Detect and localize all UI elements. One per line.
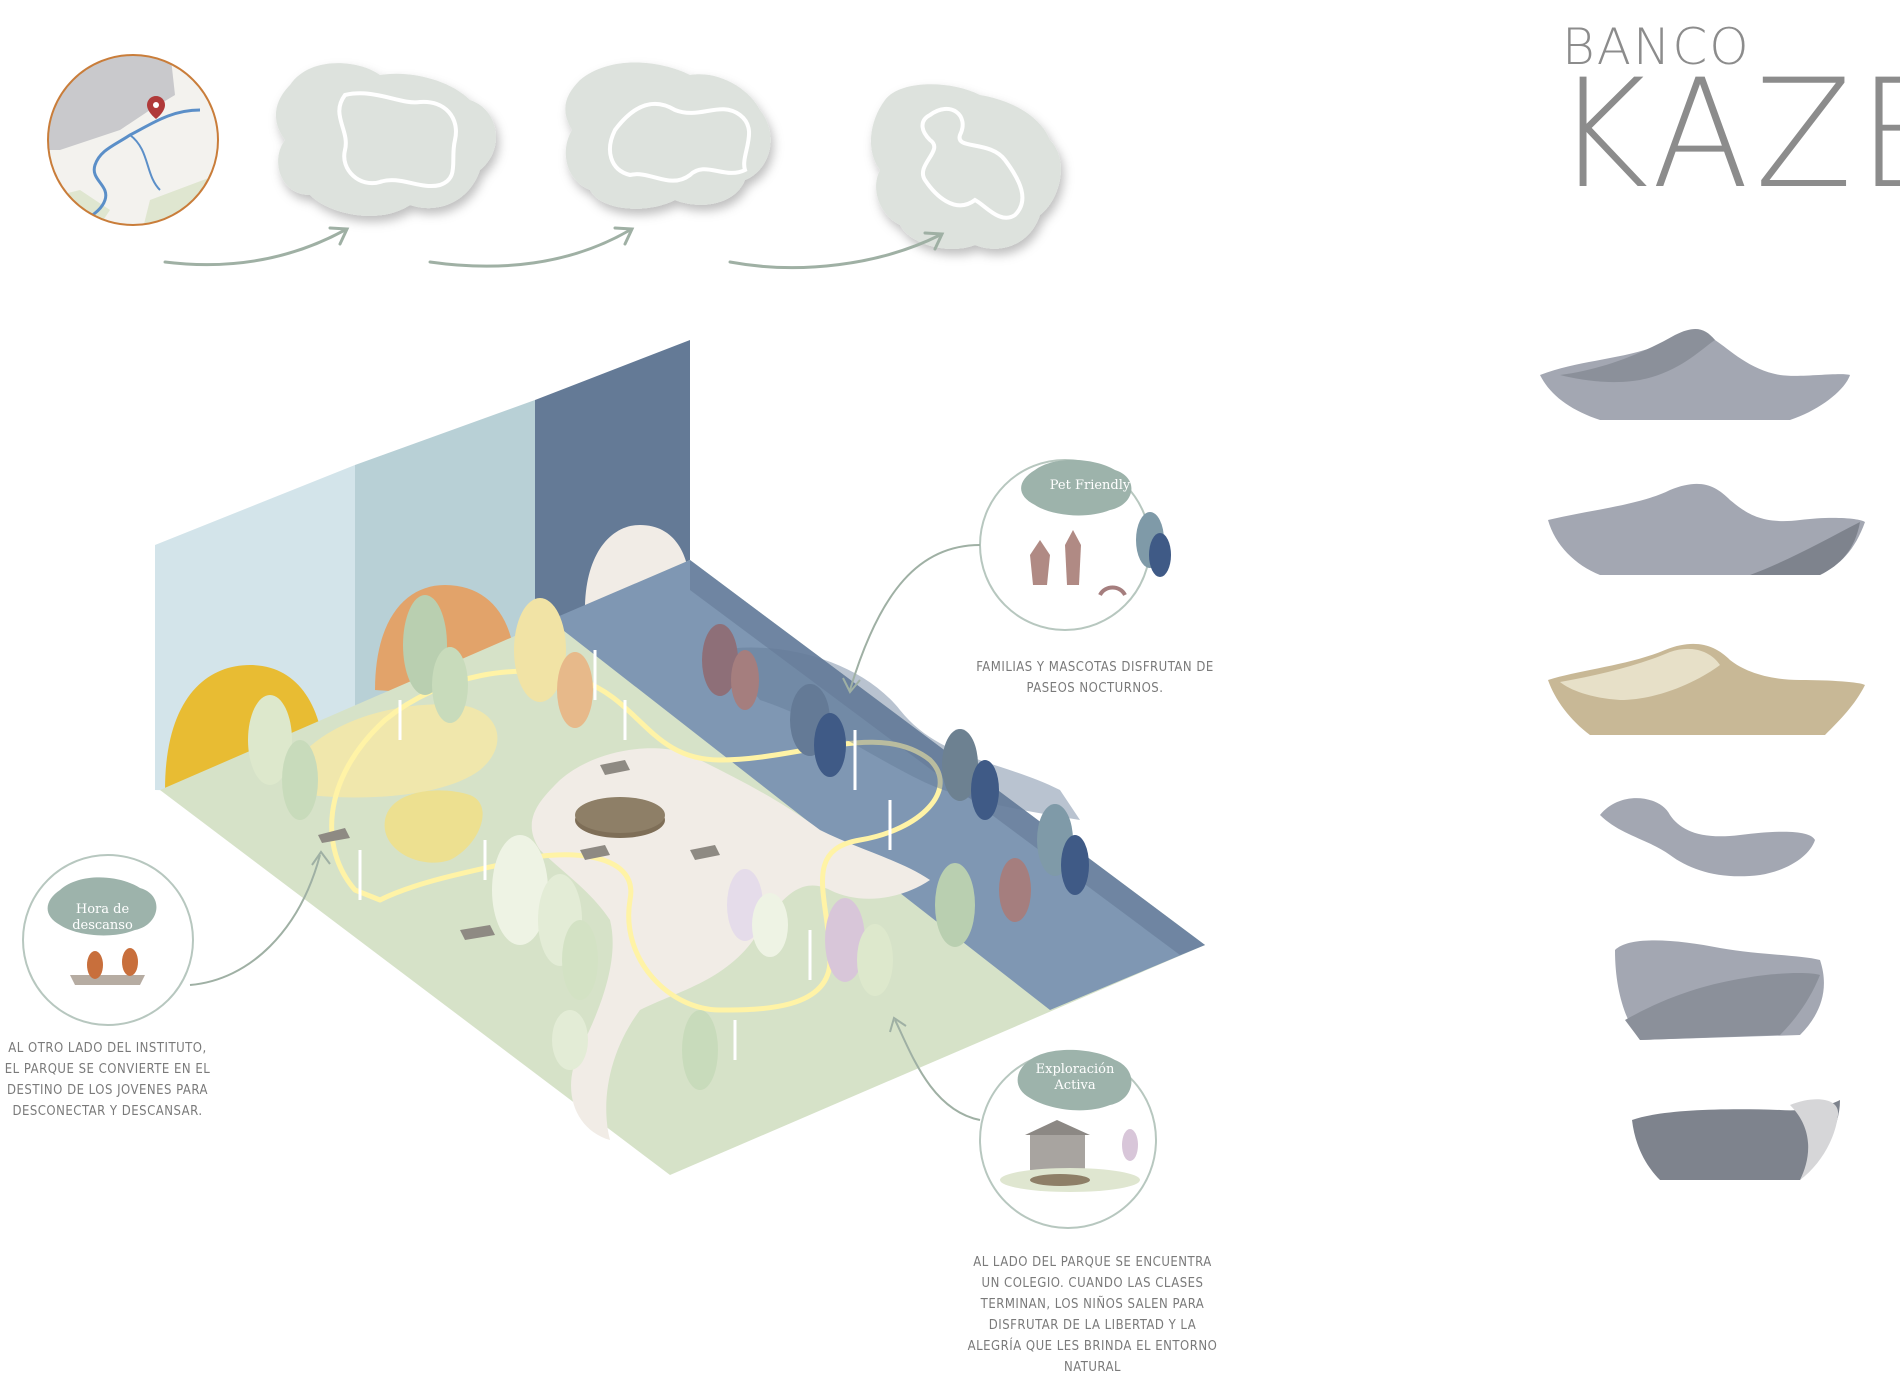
trees xyxy=(248,595,1089,1090)
callout-connectors xyxy=(189,544,981,1121)
label-exploracion-line2: Activa xyxy=(1054,1078,1096,1093)
label-hora-descanso: Hora de descanso xyxy=(72,902,133,933)
bench-design-6 xyxy=(1632,1099,1840,1180)
bench-design-3 xyxy=(1548,643,1865,735)
bench-design-4 xyxy=(1600,798,1815,877)
title-banco: BANCO xyxy=(1562,18,1751,76)
bench-designs xyxy=(1540,328,1865,1180)
caption-explore: Al lado del parque se encuentra un coleg… xyxy=(967,1255,1218,1375)
callout-pet xyxy=(979,459,1171,631)
shape-evolution xyxy=(275,62,1061,249)
title-kaze: KAZE xyxy=(1555,48,1900,222)
diagram-canvas xyxy=(22,54,1865,1229)
callout-explore xyxy=(979,1049,1157,1229)
caption-rest: Al otro lado del instituto, el parque se… xyxy=(4,1041,211,1119)
label-exploracion-line1: Exploración xyxy=(1035,1062,1115,1077)
callout-rest xyxy=(22,854,194,1026)
park-benches xyxy=(318,760,720,940)
label-pet-friendly: Pet Friendly xyxy=(1049,478,1131,493)
bench-design-5 xyxy=(1615,940,1824,1040)
isometric-park xyxy=(155,340,1205,1175)
bench-design-2 xyxy=(1548,483,1865,575)
bench-design-1 xyxy=(1540,328,1850,420)
light-poles xyxy=(358,650,892,1060)
evolution-arrows xyxy=(163,226,945,270)
caption-pet: Familias y mascotas disfrutan de paseos … xyxy=(976,660,1214,696)
location-map xyxy=(47,54,219,226)
